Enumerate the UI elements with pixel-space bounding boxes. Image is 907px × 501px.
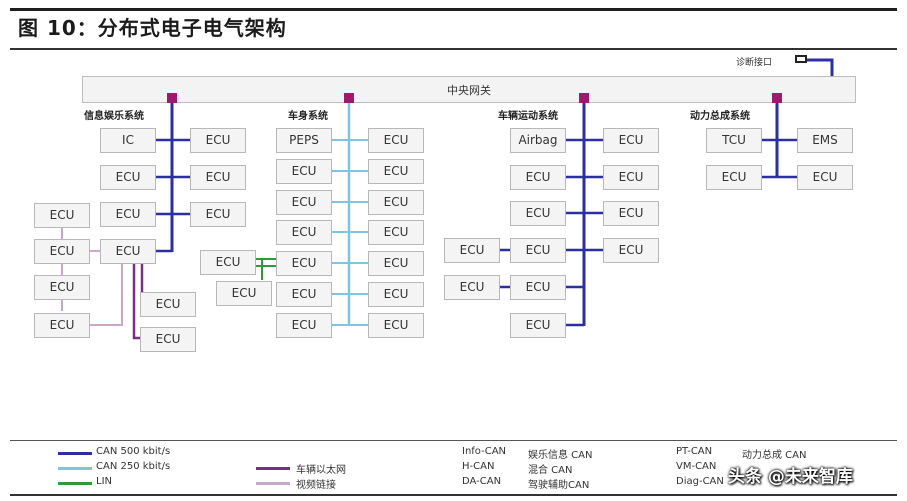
group-label-powertrain: 动力总成系统 xyxy=(690,111,750,122)
ecu-box: ECU xyxy=(276,282,332,307)
ecu-box: ECU xyxy=(510,313,566,338)
legend-swatch-video xyxy=(256,482,290,485)
ecu-box: ECU xyxy=(276,220,332,245)
ecu-box: ECU xyxy=(100,165,156,190)
ethernet-line xyxy=(132,264,140,340)
diag-port-icon xyxy=(795,55,807,63)
legend-info-can: Info-CAN xyxy=(462,446,507,457)
ecu-box: ECU xyxy=(510,275,566,300)
legend-diag-can: Diag-CAN xyxy=(676,476,724,487)
legend-swatch-ethernet xyxy=(256,467,290,470)
ecu-box: ECU xyxy=(276,159,332,184)
legend-da-can-desc: 驾驶辅助CAN xyxy=(528,480,590,491)
legend-swatch-lin xyxy=(58,482,92,485)
legend-swatch-can500 xyxy=(58,452,92,455)
ecu-box: ECU xyxy=(510,165,566,190)
ecu-box: ECU xyxy=(368,128,424,153)
ecu-box: ECU xyxy=(276,313,332,338)
ecu-box: ECU xyxy=(797,165,853,190)
ecu-box: ECU xyxy=(603,238,659,263)
peps-box: PEPS xyxy=(276,128,332,153)
ecu-box: ECU xyxy=(368,220,424,245)
ecu-box: ECU xyxy=(100,202,156,227)
ic-box: IC xyxy=(100,128,156,153)
ecu-box: ECU xyxy=(276,190,332,215)
legend-h-can: H-CAN xyxy=(462,461,495,472)
airbag-box: Airbag xyxy=(510,128,566,153)
legend-h-can-desc: 混合 CAN xyxy=(528,465,573,476)
junction-marker xyxy=(772,93,782,103)
ecu-box: ECU xyxy=(100,239,156,264)
ecu-box: ECU xyxy=(603,165,659,190)
ecu-box: ECU xyxy=(510,201,566,226)
legend-swatch-can250 xyxy=(58,467,92,470)
ecu-box: ECU xyxy=(190,128,246,153)
ecu-box: ECU xyxy=(34,275,90,300)
legend-rule xyxy=(10,440,897,441)
legend-ethernet-label: 车辆以太网 xyxy=(296,465,346,476)
watermark: 头条 @未来智库 xyxy=(728,467,853,487)
ecu-box: ECU xyxy=(34,313,90,338)
top-rule xyxy=(10,8,897,11)
video-link-line xyxy=(90,264,123,326)
legend-info-can-desc: 娱乐信息 CAN xyxy=(528,450,593,461)
title-rule xyxy=(10,48,897,50)
ecu-box: ECU xyxy=(368,313,424,338)
ecu-box: ECU xyxy=(603,128,659,153)
legend-pt-can-desc: 动力总成 CAN xyxy=(742,450,807,461)
junction-marker xyxy=(344,93,354,103)
ecu-box: ECU xyxy=(444,238,500,263)
legend-da-can: DA-CAN xyxy=(462,476,502,487)
ecu-box: ECU xyxy=(34,203,90,228)
ecu-box: ECU xyxy=(603,201,659,226)
ecu-box: ECU xyxy=(368,282,424,307)
group-label-chassis: 车辆运动系统 xyxy=(498,111,558,122)
ecu-box: ECU xyxy=(706,165,762,190)
legend-video-label: 视频链接 xyxy=(296,480,336,491)
ecu-box: ECU xyxy=(510,238,566,263)
legend-lin-label: LIN xyxy=(96,476,113,487)
legend-vm-can: VM-CAN xyxy=(676,461,717,472)
legend-can500-label: CAN 500 kbit/s xyxy=(96,446,171,457)
ecu-box: ECU xyxy=(34,239,90,264)
bottom-rule xyxy=(10,494,897,496)
junction-marker xyxy=(167,93,177,103)
junction-marker xyxy=(579,93,589,103)
group-label-infotainment: 信息娱乐系统 xyxy=(84,111,144,122)
diag-link-line xyxy=(806,58,834,76)
ecu-box: ECU xyxy=(140,292,196,317)
ecu-box: ECU xyxy=(276,251,332,276)
central-gateway: 中央网关 xyxy=(82,76,856,103)
ecu-box: ECU xyxy=(216,281,272,306)
legend-pt-can: PT-CAN xyxy=(676,446,713,457)
ecu-box: ECU xyxy=(368,159,424,184)
group-label-body: 车身系统 xyxy=(288,111,328,122)
diag-port-label: 诊断接口 xyxy=(736,58,773,68)
ecu-box: ECU xyxy=(368,190,424,215)
ems-box: EMS xyxy=(797,128,853,153)
figure-title: 图 10：分布式电子电气架构 xyxy=(18,16,287,40)
legend-can250-label: CAN 250 kbit/s xyxy=(96,461,171,472)
ecu-box: ECU xyxy=(200,250,256,275)
ecu-box: ECU xyxy=(190,202,246,227)
ecu-box: ECU xyxy=(368,251,424,276)
ecu-box: ECU xyxy=(190,165,246,190)
central-gateway-label: 中央网关 xyxy=(447,84,491,97)
ecu-box: ECU xyxy=(140,327,196,352)
tcu-box: TCU xyxy=(706,128,762,153)
ecu-box: ECU xyxy=(444,275,500,300)
